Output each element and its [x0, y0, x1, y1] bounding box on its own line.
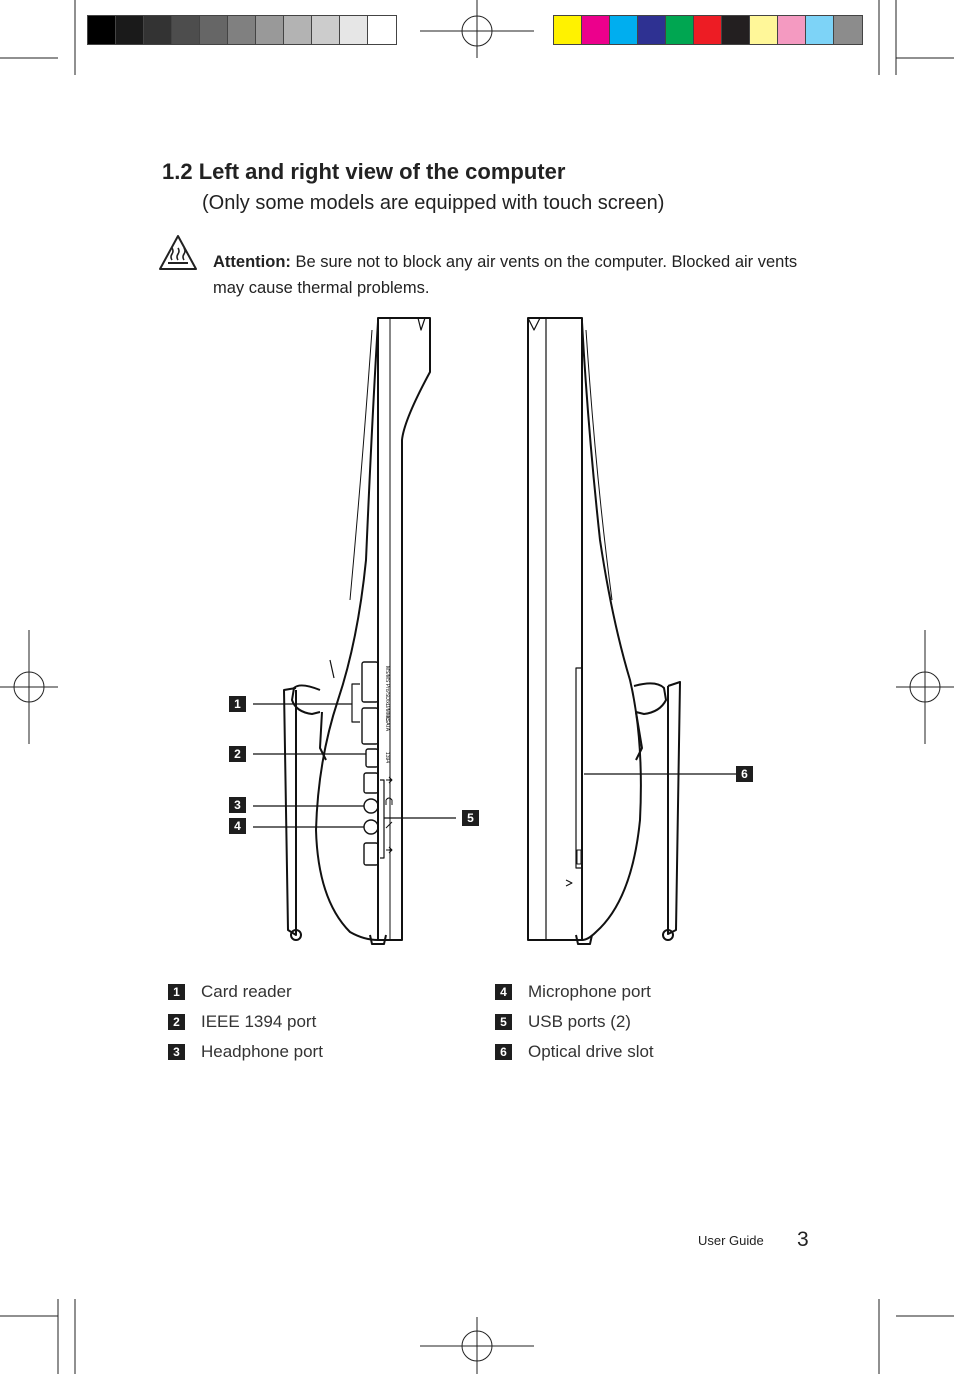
color-swatch	[88, 16, 116, 44]
color-swatch	[200, 16, 228, 44]
color-swatch	[554, 16, 582, 44]
section-subtitle: (Only some models are equipped with touc…	[202, 192, 665, 214]
legend-label: Optical drive slot	[528, 1042, 654, 1061]
section-title: 1.2 Left and right view of the computer	[162, 159, 566, 184]
legend-label: Microphone port	[528, 982, 651, 1001]
registration-mark-icon	[420, 0, 534, 58]
color-swatch	[368, 16, 396, 44]
callout-5: 5	[462, 810, 479, 826]
legend-number: 3	[168, 1044, 185, 1060]
color-swatch	[228, 16, 256, 44]
legend-number: 1	[168, 984, 185, 1000]
attention-note: Attention: Be sure not to block any air …	[213, 249, 803, 301]
legend-label: Headphone port	[201, 1042, 323, 1061]
color-swatch	[340, 16, 368, 44]
registration-mark-icon	[0, 630, 58, 744]
right-side-view	[527, 317, 736, 945]
color-swatch	[834, 16, 862, 44]
legend-number: 6	[495, 1044, 512, 1060]
registration-mark-icon	[896, 630, 954, 744]
color-swatch	[284, 16, 312, 44]
attention-label: Attention:	[213, 253, 291, 271]
legend-label: USB ports (2)	[528, 1012, 631, 1031]
color-swatch	[778, 16, 806, 44]
card-reader-port-text: MS/MS Pro/SD/xD/MMC	[384, 666, 390, 721]
color-swatch	[694, 16, 722, 44]
color-swatch	[666, 16, 694, 44]
page-number: 3	[797, 1228, 809, 1251]
ieee1394-port-text: 1394	[384, 752, 390, 763]
process-color-bar	[553, 15, 863, 45]
color-swatch	[722, 16, 750, 44]
color-swatch	[638, 16, 666, 44]
callout-4: 4	[229, 818, 246, 834]
color-swatch	[312, 16, 340, 44]
registration-mark-icon	[420, 1317, 534, 1374]
color-swatch	[806, 16, 834, 44]
callout-1: 1	[229, 696, 246, 712]
color-swatch	[144, 16, 172, 44]
color-swatch	[116, 16, 144, 44]
hot-surface-warning-icon	[159, 235, 197, 270]
computer-side-views-illustration: MS/MS Pro/SD/xD/MMC eSATA 1394	[253, 317, 736, 945]
callout-6: 6	[736, 766, 753, 782]
callout-2: 2	[229, 746, 246, 762]
color-swatch	[256, 16, 284, 44]
legend-number: 5	[495, 1014, 512, 1030]
legend-label: IEEE 1394 port	[201, 1012, 317, 1031]
left-side-view	[253, 317, 456, 945]
color-swatch	[172, 16, 200, 44]
grayscale-color-bar	[87, 15, 397, 45]
callout-3: 3	[229, 797, 246, 813]
legend-number: 4	[495, 984, 512, 1000]
color-swatch	[610, 16, 638, 44]
color-swatch	[582, 16, 610, 44]
legend-number: 2	[168, 1014, 185, 1030]
attention-text: Be sure not to block any air vents on th…	[213, 253, 798, 297]
color-swatch	[750, 16, 778, 44]
legend-label: Card reader	[201, 982, 292, 1001]
esata-port-text: eSATA	[384, 716, 390, 732]
footer-guide-label: User Guide	[698, 1233, 764, 1248]
